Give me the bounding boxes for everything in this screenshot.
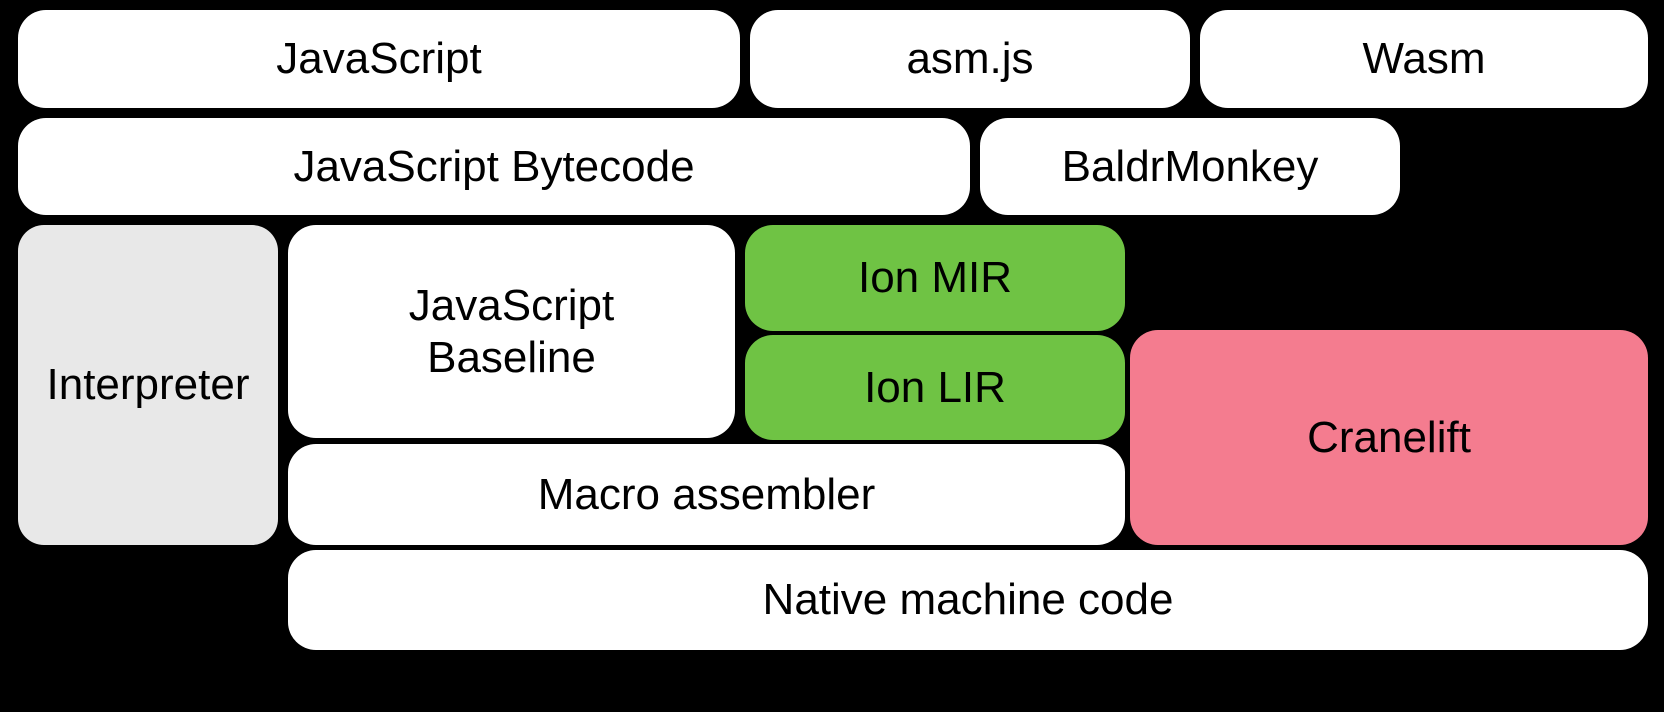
node-baldrmonkey: BaldrMonkey (980, 118, 1400, 215)
node-cranelift: Cranelift (1130, 330, 1648, 545)
node-javascript-bytecode: JavaScript Bytecode (18, 118, 970, 215)
node-macro-assembler: Macro assembler (288, 444, 1125, 545)
node-javascript-baseline: JavaScript Baseline (288, 225, 735, 438)
node-wasm: Wasm (1200, 10, 1648, 108)
node-native-machine-code: Native machine code (288, 550, 1648, 650)
node-interpreter: Interpreter (18, 225, 278, 545)
node-ion-mir: Ion MIR (745, 225, 1125, 331)
node-javascript: JavaScript (18, 10, 740, 108)
node-asm-js: asm.js (750, 10, 1190, 108)
node-ion-lir: Ion LIR (745, 335, 1125, 440)
